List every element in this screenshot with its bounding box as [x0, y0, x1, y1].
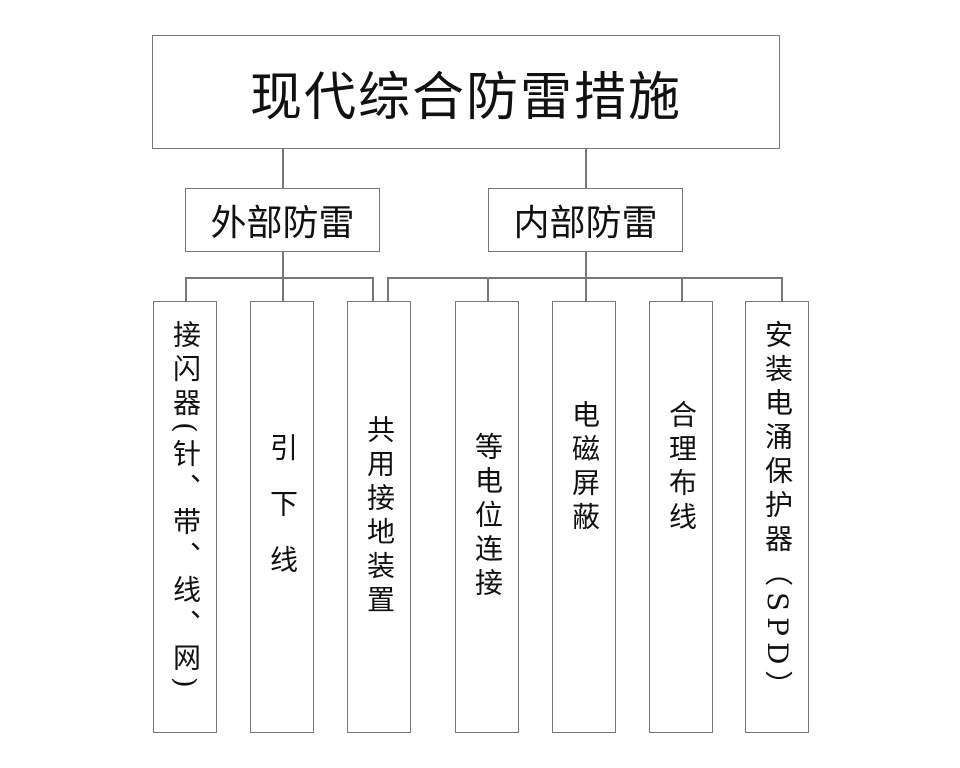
root-node-title: 现代综合防雷措施 — [152, 35, 780, 149]
node-external-protection: 外部防雷 — [185, 188, 380, 252]
connector — [282, 148, 284, 188]
leaf-down-conductor-label: 引下线 — [266, 433, 299, 601]
node-internal-protection: 内部防雷 — [488, 188, 683, 252]
leaf-spd: 安装电涌保护器（SPD） — [745, 301, 809, 733]
connector — [387, 277, 782, 279]
connector — [585, 252, 587, 301]
leaf-equipotential-bonding: 等电位连接 — [455, 301, 519, 733]
connector — [487, 277, 489, 301]
leaf-wiring: 合理布线 — [649, 301, 713, 733]
connector — [282, 252, 284, 301]
connector — [681, 277, 683, 301]
connector — [185, 277, 373, 279]
connector — [387, 277, 389, 301]
leaf-em-shielding: 电磁屏蔽 — [552, 301, 616, 733]
leaf-air-terminal: 接闪器(针、带、线、网) — [153, 301, 217, 733]
leaf-common-grounding: 共用接地装置 — [347, 301, 411, 733]
connector — [585, 148, 587, 188]
leaf-down-conductor: 引下线 — [250, 301, 314, 733]
connector — [372, 277, 374, 301]
connector — [185, 277, 187, 301]
connector — [781, 277, 783, 301]
